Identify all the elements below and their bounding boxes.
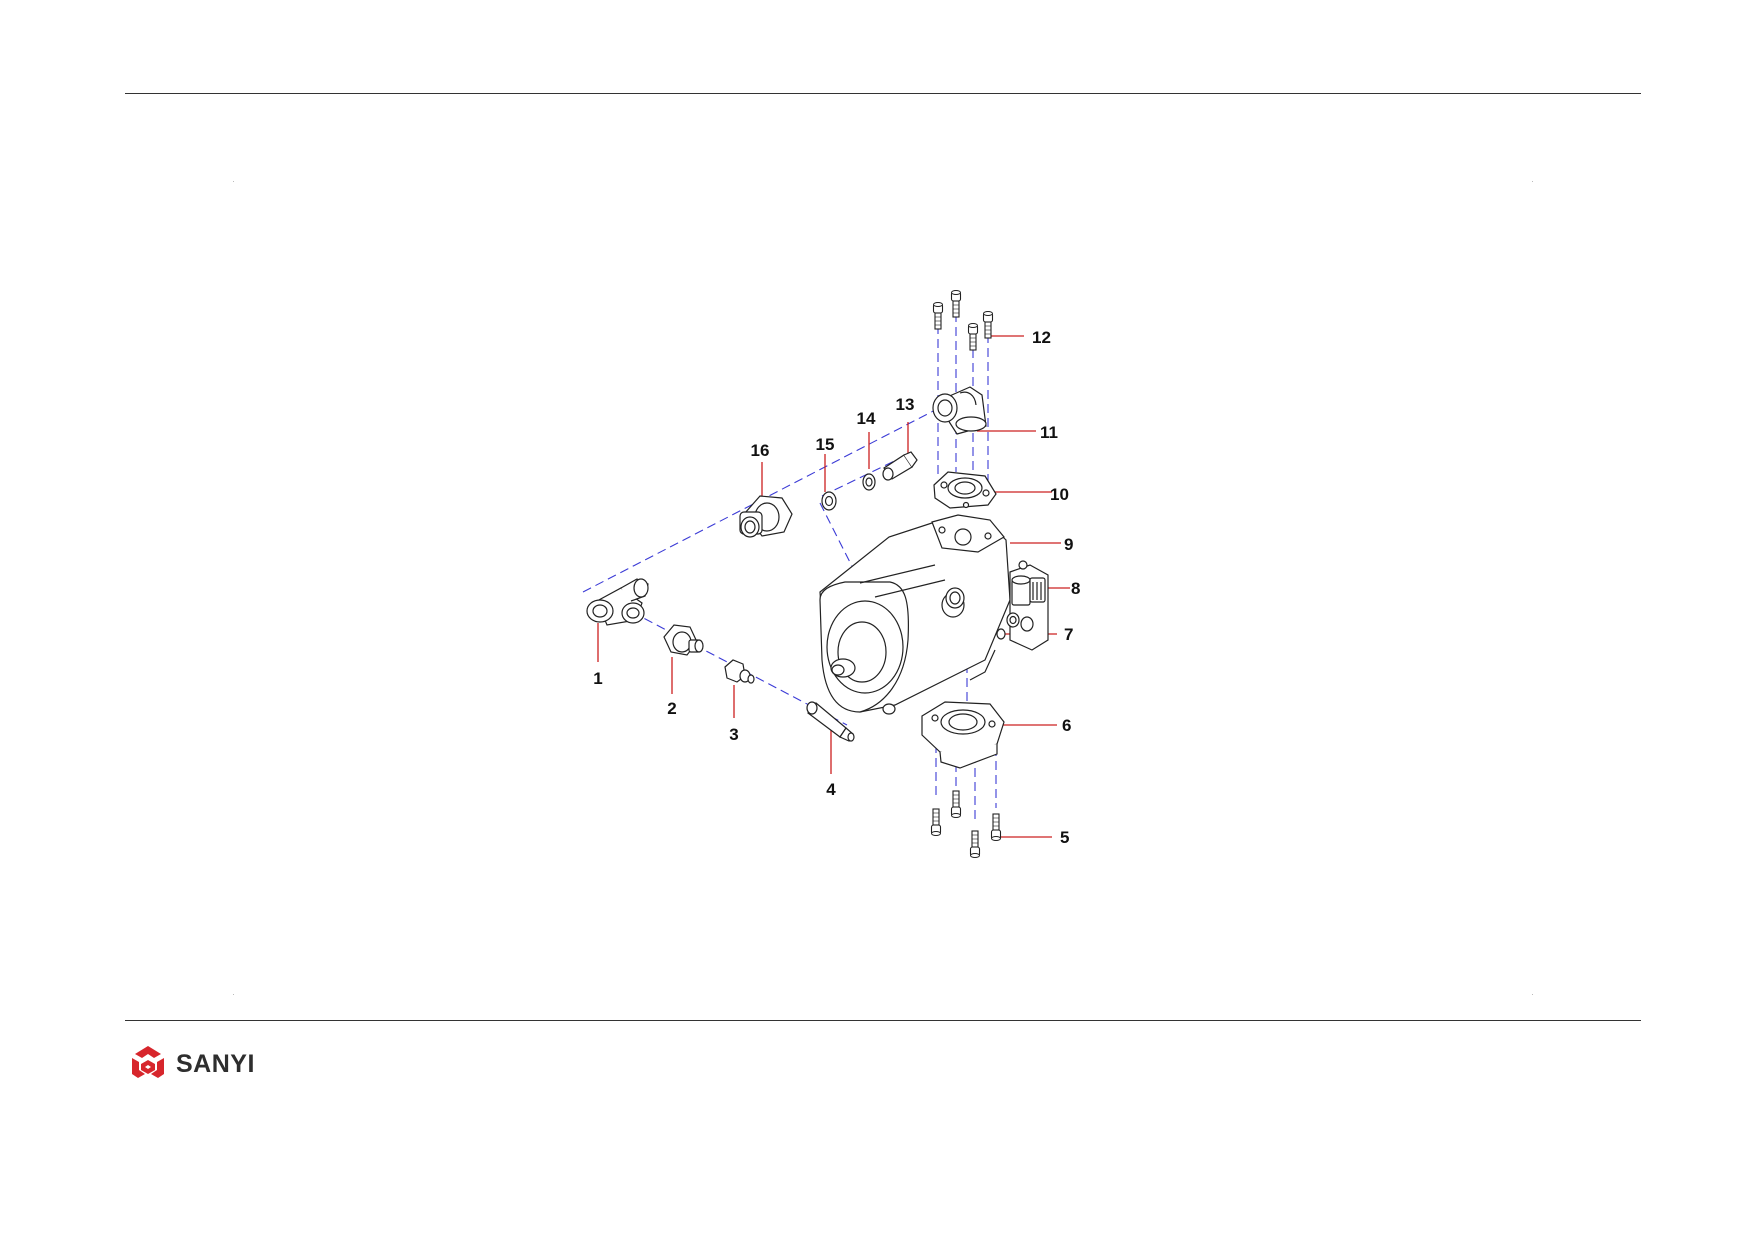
callout-8: 8 xyxy=(1071,579,1080,598)
callout-5: 5 xyxy=(1060,828,1069,847)
sanyi-logo-icon xyxy=(132,1046,164,1078)
part-14-seal-ring xyxy=(862,473,876,491)
brand-logo: SANYI xyxy=(126,1044,255,1084)
callout-labels: 1 2 3 4 5 6 7 8 9 10 11 12 13 14 15 16 xyxy=(593,328,1080,847)
part-7-plug xyxy=(996,612,1020,640)
part-1-tee-fitting xyxy=(586,578,649,626)
callout-12: 12 xyxy=(1032,328,1051,347)
corner-mark xyxy=(1532,181,1533,182)
part-3-adapter xyxy=(724,659,755,684)
part-11-elbow-flange xyxy=(932,386,987,435)
callout-11: 11 xyxy=(1040,423,1058,442)
callout-9: 9 xyxy=(1064,535,1073,554)
part-13-plug xyxy=(882,451,918,481)
part-8-control-valve xyxy=(1009,560,1049,651)
callout-10: 10 xyxy=(1050,485,1069,504)
callout-4: 4 xyxy=(826,780,836,799)
part-4-pin xyxy=(806,701,855,742)
callout-1: 1 xyxy=(593,669,602,688)
callout-14: 14 xyxy=(857,409,876,428)
brand-name: SANYI xyxy=(176,1049,255,1078)
callout-15: 15 xyxy=(816,435,835,454)
corner-mark xyxy=(233,994,234,995)
callout-3: 3 xyxy=(729,725,738,744)
part-15-washer xyxy=(821,491,837,511)
part-9-pump-body xyxy=(819,514,1011,715)
callout-16: 16 xyxy=(751,441,770,460)
corner-mark xyxy=(233,181,234,182)
part-12-bolts xyxy=(932,289,994,351)
part-6-flange xyxy=(921,701,1005,769)
header-rule xyxy=(125,93,1641,94)
callout-13: 13 xyxy=(896,395,915,414)
corner-mark xyxy=(1532,994,1533,995)
callout-7: 7 xyxy=(1064,625,1073,644)
callout-6: 6 xyxy=(1062,716,1071,735)
part-2-nut-fitting xyxy=(663,624,704,656)
part-5-bolts xyxy=(930,790,1002,859)
part-16-union-nut xyxy=(739,495,793,538)
callout-2: 2 xyxy=(667,699,676,718)
part-10-flange xyxy=(933,471,997,509)
callout-leader-lines xyxy=(597,335,1070,838)
footer-rule xyxy=(125,1020,1641,1021)
